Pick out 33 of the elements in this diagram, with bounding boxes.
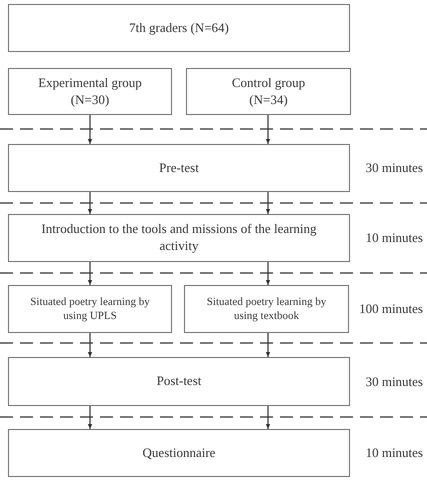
arrow bbox=[88, 262, 92, 285]
arrow bbox=[266, 333, 270, 357]
process-box bbox=[8, 214, 350, 262]
arrow bbox=[88, 333, 92, 357]
box-label: Questionnaire bbox=[142, 444, 216, 462]
process-box bbox=[8, 357, 350, 406]
duration-label: 10 minutes bbox=[366, 230, 423, 246]
box-label: Post-test bbox=[156, 373, 202, 390]
box-label: Introduction to the tools and missions of the learning activity bbox=[40, 221, 318, 255]
arrow bbox=[88, 115, 92, 144]
box-label: Situated poetry learning by using UPLS bbox=[29, 294, 151, 324]
box-label: Experimental group (N=30) bbox=[37, 74, 143, 108]
arrow bbox=[266, 115, 270, 144]
process-box bbox=[8, 68, 172, 115]
process-box bbox=[186, 68, 351, 115]
duration-label: 100 minutes bbox=[359, 301, 423, 317]
process-box bbox=[8, 285, 172, 333]
process-box bbox=[8, 4, 350, 52]
box-label: Control group (N=34) bbox=[230, 74, 306, 108]
arrow bbox=[266, 192, 270, 214]
duration-label: 30 minutes bbox=[366, 374, 423, 390]
box-label: Situated poetry learning by using textbook bbox=[206, 294, 328, 324]
box-label: 7th graders (N=64) bbox=[129, 20, 229, 36]
duration-label: 10 minutes bbox=[366, 445, 423, 461]
box-label: Pre-test bbox=[159, 160, 199, 176]
arrow bbox=[88, 406, 92, 429]
arrow bbox=[266, 406, 270, 429]
process-box bbox=[8, 429, 350, 477]
process-box bbox=[184, 285, 349, 333]
process-box bbox=[8, 144, 350, 192]
arrow bbox=[266, 262, 270, 285]
duration-label: 30 minutes bbox=[366, 160, 423, 176]
arrow bbox=[88, 192, 92, 214]
